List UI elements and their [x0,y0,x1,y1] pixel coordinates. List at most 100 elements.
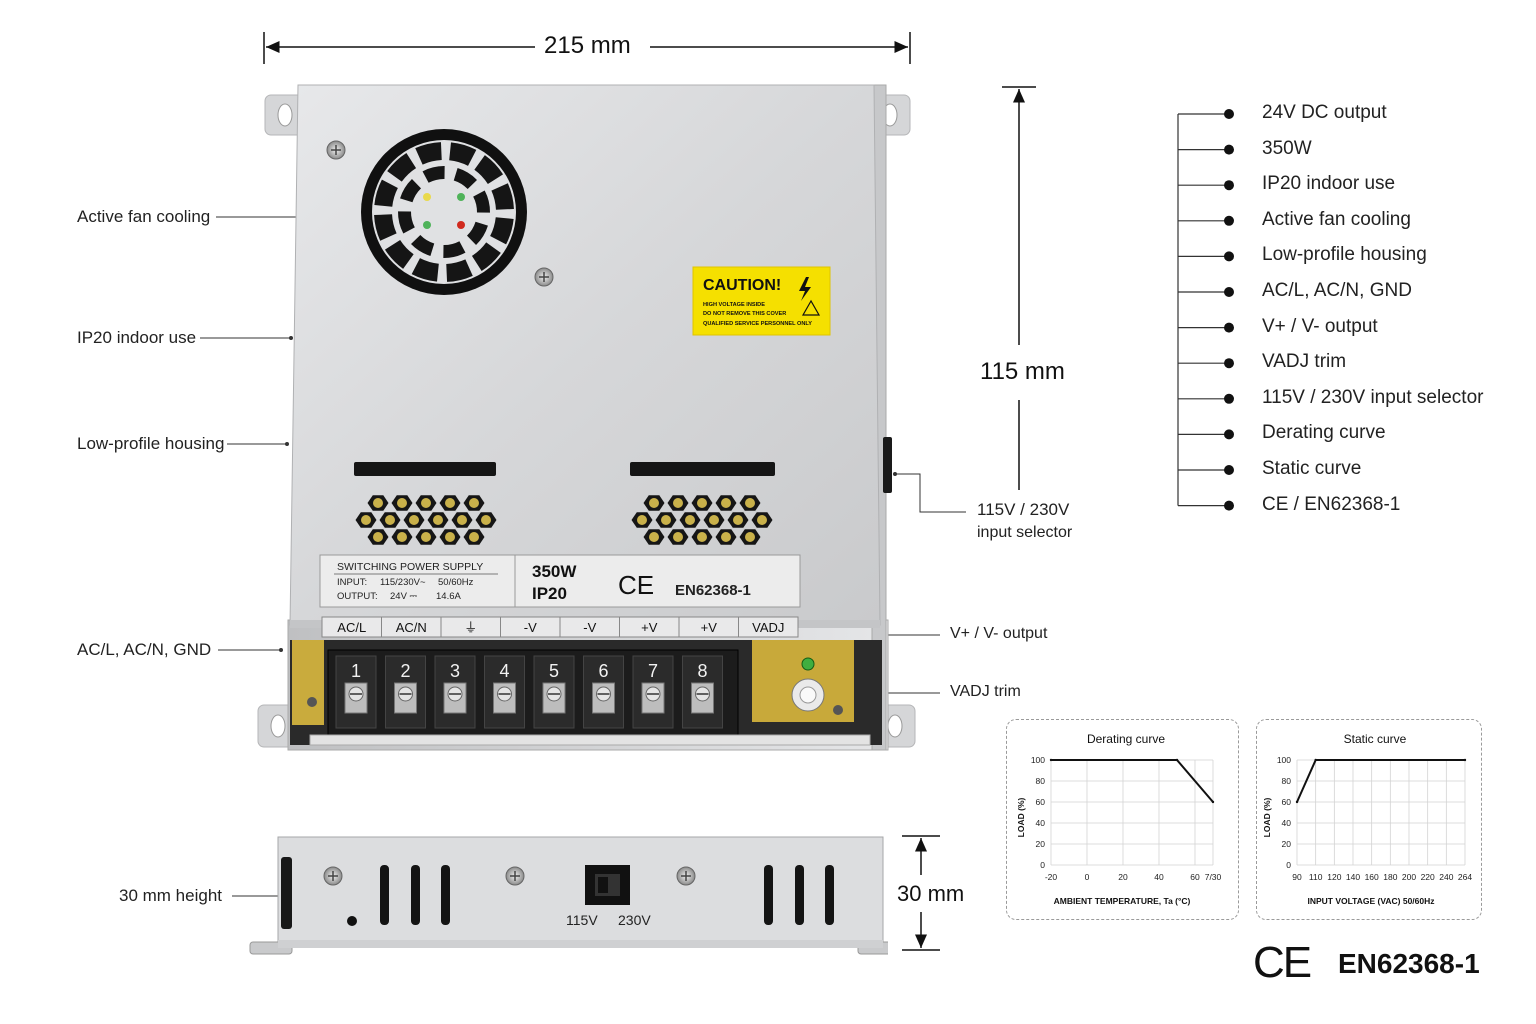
width-dimension: 215 mm [544,32,631,59]
chart-ylabel: LOAD (%) [1016,798,1026,838]
callout-terminals: AC/L, AC/N, GND [77,640,212,659]
side-vent-slot [380,865,389,925]
chart-x-tick: 20 [1118,872,1128,882]
terminal-number: 6 [598,661,608,681]
vent-hole-interior [721,498,731,508]
vent-hole-interior [361,515,371,525]
chart-x-tick: 110 [1309,872,1323,882]
fan-slot [411,234,435,256]
chart-y-tick: 100 [1031,755,1045,765]
chart-title: Static curve [1344,732,1407,746]
fan-slot [400,179,422,203]
fan-slot [443,241,466,258]
chart-point [1049,758,1053,762]
callout-selector-line1: 115V / 230V [977,500,1070,519]
feature-bullet [1224,287,1234,297]
fan-slot [473,190,490,213]
callout-fan: Active fan cooling [77,207,211,226]
side-vent-slot [764,865,773,925]
vent-hole-interior [661,515,671,525]
fan-slot [449,142,477,166]
terminal-label: +V [701,620,718,635]
chart-y-tick: 60 [1036,797,1046,807]
switch-label-230v: 230V [618,912,651,928]
ce-mark: CE [1253,938,1312,987]
fan-slot [384,239,414,269]
vent-hole-interior [733,515,743,525]
fan-slot [491,183,514,210]
fan-slot [453,168,477,190]
feature-bullet [1224,465,1234,475]
vent-left [354,462,497,545]
caution-title: CAUTION! [703,277,781,294]
feature-bullet [1224,322,1234,333]
chart-y-tick: 80 [1282,776,1292,786]
caution-line3: QUALIFIED SERVICE PERSONNEL ONLY [703,321,812,327]
terminal-number: 4 [499,661,509,681]
terminal-label: -V [583,620,596,635]
side-vent-slot [411,865,420,925]
vent-hole-interior [697,498,707,508]
vent-hole-interior [421,532,431,542]
chart-x-tick: 140 [1346,872,1360,882]
switch-label-115v: 115V [566,912,598,928]
side-vent-slot [795,865,804,925]
voltage-selector-switch [585,865,630,905]
fan-slot [411,258,439,282]
chart-y-tick: 60 [1282,797,1292,807]
fan-slot [415,142,442,165]
chart-x-tick: 264 [1458,872,1472,882]
vent-hole-interior [637,515,647,525]
terminal-label-cell [738,616,799,638]
chart-point [1211,800,1215,804]
chart-xlabel: AMBIENT TEMPERATURE, Ta (°C) [1054,896,1191,906]
vent-hole-interior [397,532,407,542]
vent-hole-interior [709,515,719,525]
feature-bullet [1224,144,1234,155]
chart-x-tick: -20 [1045,872,1058,882]
vent-hole-interior [649,532,659,542]
vent-hole-interior [433,515,443,525]
chart-point [1295,800,1299,804]
vent-hole-interior [757,515,767,525]
terminal-label: ⏚ [464,620,477,635]
feature-item: Static curve [1262,458,1362,479]
vent-hole-interior [445,498,455,508]
vent-hole-interior [469,498,479,508]
chart-point [1463,758,1467,762]
power-supply-side-view [249,836,888,955]
chart-x-tick: 7/30 [1205,872,1222,882]
fan-slot [374,214,397,241]
chart-y-tick: 80 [1036,776,1046,786]
chart-x-tick: 200 [1402,872,1416,882]
fan-slot [374,179,398,207]
rating-output-value: 24V ⎓ [390,591,418,602]
feature-item: IP20 indoor use [1262,173,1396,195]
cooling-fan [361,129,527,295]
terminal-label: VADJ [752,620,784,635]
feature-item: V+ / V- output [1262,315,1378,337]
chart-y-tick: 20 [1036,839,1046,849]
vent-hole-interior [373,532,383,542]
rating-ip: IP20 [532,584,567,603]
terminal-cell [682,655,723,729]
vadj-potentiometer [791,678,825,712]
terminal-label: AC/N [396,620,427,635]
vent-hole-interior [673,498,683,508]
feature-bullet [1224,109,1234,119]
side-inlet-slot [281,857,292,929]
chart-x-tick: 120 [1327,872,1341,882]
chart-point [1175,758,1179,762]
rating-label: SWITCHING POWER SUPPLY INPUT: 115/230V~ … [319,554,801,608]
callout-height: 30 mm height [119,886,222,905]
chart-point [1314,758,1317,762]
vent-hole-interior [421,498,431,508]
terminal-label: -V [524,620,537,635]
fan-slot [466,221,488,245]
feature-item: 24V DC output [1262,102,1387,123]
rating-ce-mark: CE [618,570,654,600]
